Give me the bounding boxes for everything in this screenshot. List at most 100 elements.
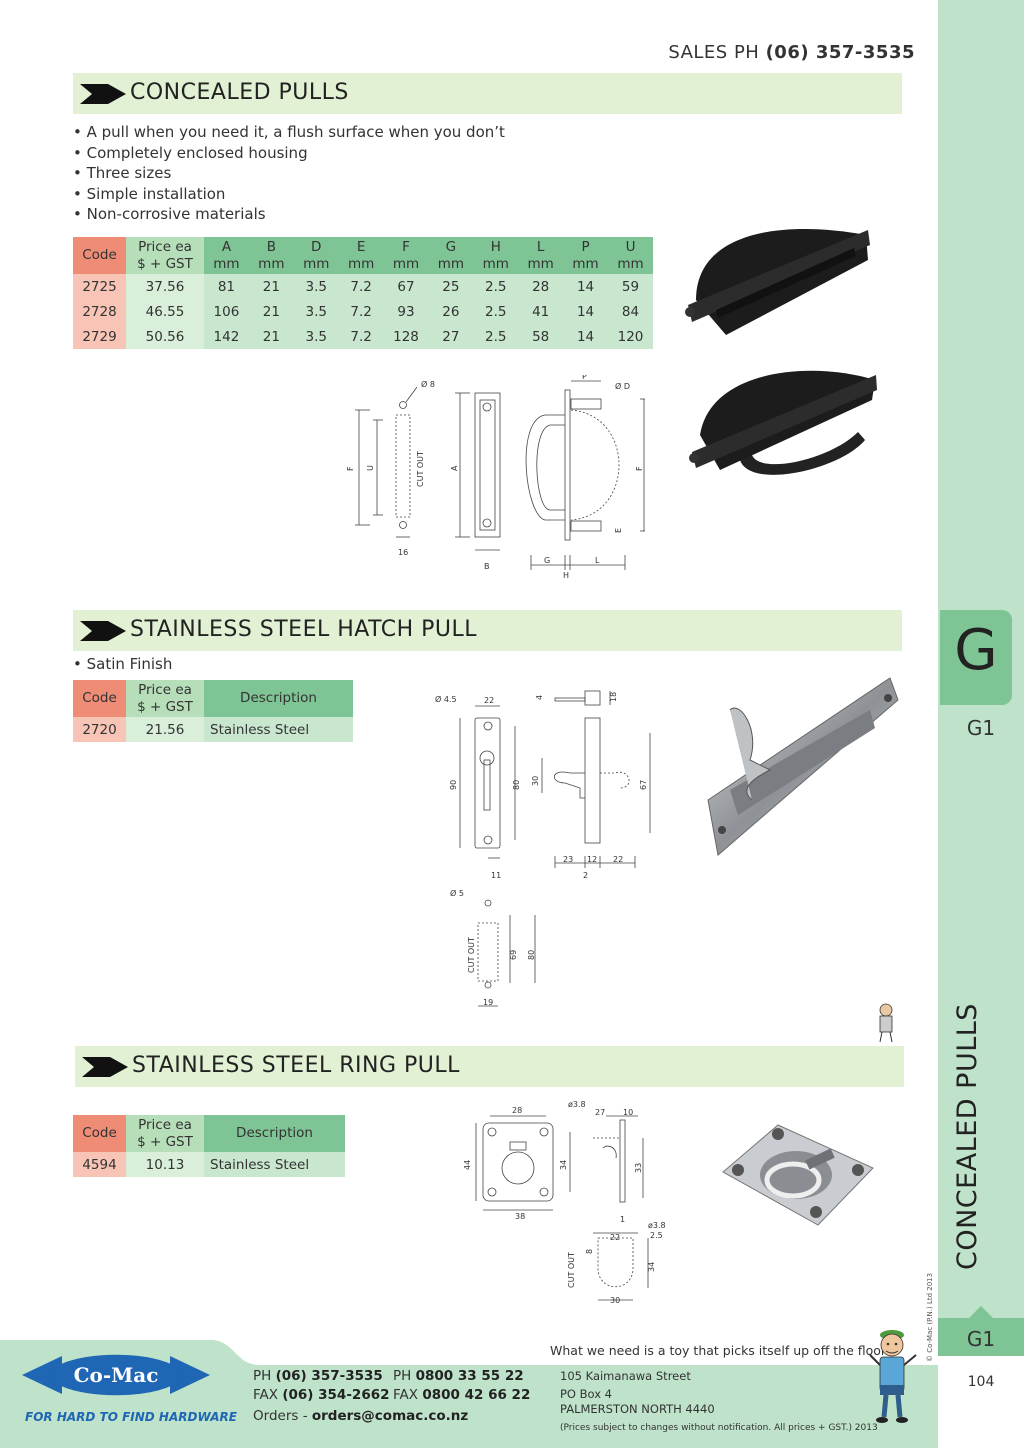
logo-tagline: FOR HARD TO FIND HARDWARE	[25, 1410, 237, 1424]
table-row: 4594 10.13 Stainless Steel	[73, 1152, 345, 1177]
hatch-pull-diagram: Ø 4.5 22 90 80 11 4 18 30 67 23 12 22 2 …	[435, 690, 651, 1007]
cell-dimension: 3.5	[293, 299, 339, 324]
dim-label: Ø 5	[450, 888, 464, 898]
arrow-icon	[82, 1057, 128, 1077]
cell-price: 21.56	[126, 717, 204, 742]
dim-label: 11	[491, 871, 501, 880]
dim-label: Ø 8	[421, 379, 435, 389]
orders-line[interactable]: Orders - orders@comac.co.nz	[253, 1408, 469, 1424]
dim-label: U	[366, 465, 375, 471]
hatch-bullets: Satin Finish	[73, 654, 173, 675]
cell-description: Stainless Steel	[204, 1152, 345, 1177]
concealed-pull-closed-photo	[685, 228, 870, 335]
dim-label: 28	[512, 1106, 522, 1115]
dim-label: 22	[484, 696, 494, 705]
arrow-icon	[80, 621, 126, 641]
concealed-pull-open-photo	[689, 370, 877, 475]
footer-quote: What we need is a toy that picks itself …	[550, 1343, 889, 1358]
bullet-item: A pull when you need it, a flush surface…	[73, 122, 505, 143]
vertical-section-title: CONCEALED PULLS	[952, 1003, 983, 1270]
footer-background	[0, 1340, 938, 1448]
dim-label: Ø D	[615, 381, 630, 391]
dim-label: 19	[483, 998, 493, 1007]
dim-label: 69	[509, 950, 518, 960]
cell-dimension: 25	[428, 274, 474, 299]
cell-dimension: 120	[608, 324, 653, 349]
dim-label: 80	[527, 950, 536, 960]
dim-label: ø3.8	[568, 1100, 586, 1109]
cell-dimension: 3.5	[293, 324, 339, 349]
cell-dimension: 27	[428, 324, 474, 349]
header-code: Code	[73, 680, 126, 717]
cell-dimension: 14	[563, 299, 609, 324]
header-description: Description	[204, 680, 353, 717]
cell-dimension: 142	[204, 324, 249, 349]
dim-label: ø3.8	[648, 1221, 666, 1230]
cell-price: 37.56	[126, 274, 204, 299]
dim-label: CUT OUT	[467, 937, 476, 973]
dim-label: CUT OUT	[567, 1252, 576, 1288]
bullet-item: Satin Finish	[73, 654, 173, 675]
dim-label: 4	[535, 695, 544, 700]
dim-label: 34	[647, 1262, 656, 1272]
section-bar-ring-pull: STAINLESS STEEL RING PULL	[75, 1046, 904, 1087]
dim-label: 38	[515, 1212, 525, 1221]
cell-dimension: 106	[204, 299, 249, 324]
dim-label: 44	[463, 1160, 472, 1170]
dim-label: 2	[583, 871, 588, 880]
dim-label: G	[544, 556, 550, 565]
dim-label: F	[346, 466, 355, 471]
cell-dimension: 93	[383, 299, 429, 324]
phone-freephone-line: PH 0800 33 55 22	[393, 1368, 524, 1384]
mascot-small-icon	[879, 1003, 893, 1043]
ring-pull-diagram: 28 ø3.8 27 10 44 34 33 38 1 ø3.8 22 2.5 …	[463, 1100, 666, 1305]
fax-freephone-line: FAX 0800 42 66 22	[393, 1387, 531, 1403]
arrow-icon	[80, 84, 126, 104]
dim-label: 33	[634, 1163, 643, 1173]
concealed-bullets: A pull when you need it, a flush surface…	[73, 122, 505, 225]
concealed-pull-diagram: F U Ø 8 CUT OUT 16 A B P Ø D F E G H L	[346, 375, 645, 580]
ring-spec-table: Code Price ea$ + GST Description 4594 10…	[73, 1115, 345, 1177]
dim-label: 10	[623, 1108, 633, 1117]
section-bar-hatch-pull: STAINLESS STEEL HATCH PULL	[73, 610, 902, 651]
table-row: 2720 21.56 Stainless Steel	[73, 717, 353, 742]
section-code-bottom: G1	[966, 1327, 996, 1351]
dim-label: B	[484, 562, 490, 571]
dim-label: 1	[620, 1215, 625, 1224]
address-line: PO Box 4	[560, 1387, 612, 1401]
dim-label: 18	[609, 692, 618, 702]
svg-text:Co-Mac: Co-Mac	[74, 1363, 159, 1387]
page-number: 104	[967, 1374, 995, 1390]
dim-label: 22	[610, 1233, 620, 1242]
cell-dimension: 14	[563, 274, 609, 299]
cell-dimension: 7.2	[338, 274, 384, 299]
section-title: STAINLESS STEEL HATCH PULL	[130, 617, 478, 642]
dim-label: 2.5	[650, 1231, 663, 1240]
dim-label: L	[595, 556, 600, 565]
fax-line: FAX (06) 354-2662	[253, 1387, 390, 1403]
mascot-icon	[869, 1330, 917, 1423]
section-letter-tab[interactable]: G	[940, 610, 1012, 705]
section-title: STAINLESS STEEL RING PULL	[132, 1053, 460, 1078]
hatch-spec-table: Code Price ea$ + GST Description 2720 21…	[73, 680, 353, 742]
bullet-item: Three sizes	[73, 163, 505, 184]
cell-dimension: 81	[204, 274, 249, 299]
section-bar-concealed-pulls: CONCEALED PULLS	[73, 73, 902, 114]
header-code: Code	[73, 237, 126, 274]
dim-label: 12	[587, 855, 597, 864]
cell-code: 2720	[73, 717, 126, 742]
address-line: PALMERSTON NORTH 4440	[560, 1402, 715, 1416]
section-tab-bottom[interactable]	[938, 1306, 1024, 1356]
disclaimer: (Prices subject to changes without notif…	[560, 1423, 878, 1433]
dim-label: 67	[639, 780, 648, 790]
